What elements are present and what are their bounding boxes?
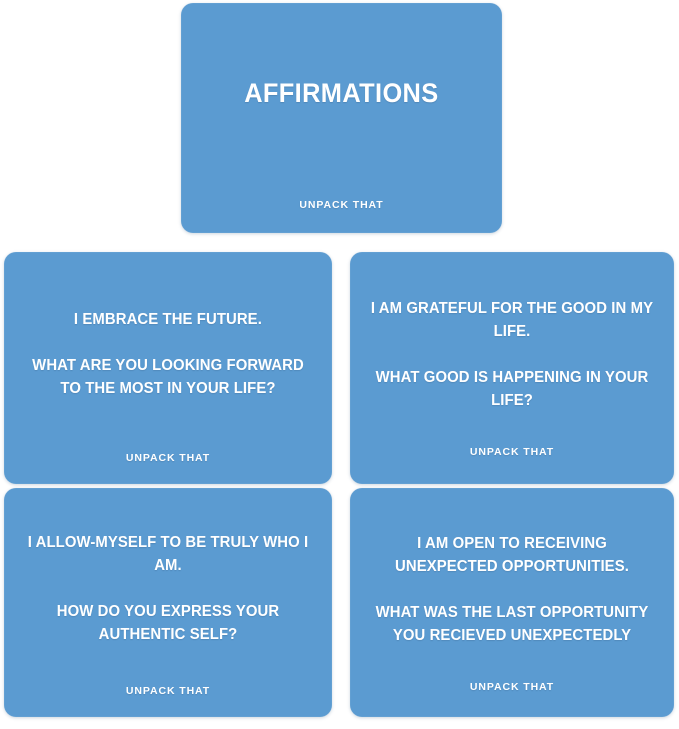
card-body: I AM GRATEFUL FOR THE GOOD IN MY LIFE. W… [350, 252, 674, 446]
card-allow-myself-truly-who-i-am[interactable]: I ALLOW-MYSELF TO BE TRULY WHO I AM. HOW… [4, 488, 332, 717]
card-embrace-the-future[interactable]: I EMBRACE THE FUTURE. WHAT ARE YOU LOOKI… [4, 252, 332, 484]
card-brand-footer: UNPACK THAT [469, 681, 555, 693]
card-affirmations-title[interactable]: AFFIRMATIONS UNPACK THAT [181, 3, 502, 233]
card-body: I EMBRACE THE FUTURE. WHAT ARE YOU LOOKI… [4, 252, 332, 452]
card-affirmation-text: I AM GRATEFUL FOR THE GOOD IN MY LIFE. [370, 299, 654, 340]
card-affirmation-text: I ALLOW-MYSELF TO BE TRULY WHO I AM. [27, 534, 309, 574]
card-brand-footer: UNPACK THAT [299, 199, 384, 211]
deck-title: AFFIRMATIONS [244, 78, 439, 109]
card-body: I ALLOW-MYSELF TO BE TRULY WHO I AM. HOW… [4, 488, 332, 685]
card-brand-footer: UNPACK THAT [125, 452, 211, 464]
card-grateful-for-the-good[interactable]: I AM GRATEFUL FOR THE GOOD IN MY LIFE. W… [350, 252, 674, 484]
card-brand-footer: UNPACK THAT [125, 685, 211, 697]
card-brand-footer: UNPACK THAT [469, 446, 555, 458]
card-prompt-text: WHAT GOOD IS HAPPENING IN YOUR LIFE? [375, 368, 649, 409]
card-open-to-receiving-opportunities[interactable]: I AM OPEN TO RECEIVING UNEXPECTED OPPORT… [350, 488, 674, 717]
card-affirmation-text: I AM OPEN TO RECEIVING UNEXPECTED OPPORT… [395, 535, 629, 575]
card-body: I AM OPEN TO RECEIVING UNEXPECTED OPPORT… [350, 488, 674, 681]
card-prompt-text: HOW DO YOU EXPRESS YOUR AUTHENTIC SELF? [56, 603, 280, 643]
card-prompt-text: WHAT ARE YOU LOOKING FORWARD TO THE MOST… [32, 357, 304, 397]
card-body: AFFIRMATIONS [181, 3, 502, 199]
card-affirmation-text: I EMBRACE THE FUTURE. [73, 311, 263, 328]
card-prompt-text: WHAT WAS THE LAST OPPORTUNITY YOU RECIEV… [375, 604, 649, 644]
